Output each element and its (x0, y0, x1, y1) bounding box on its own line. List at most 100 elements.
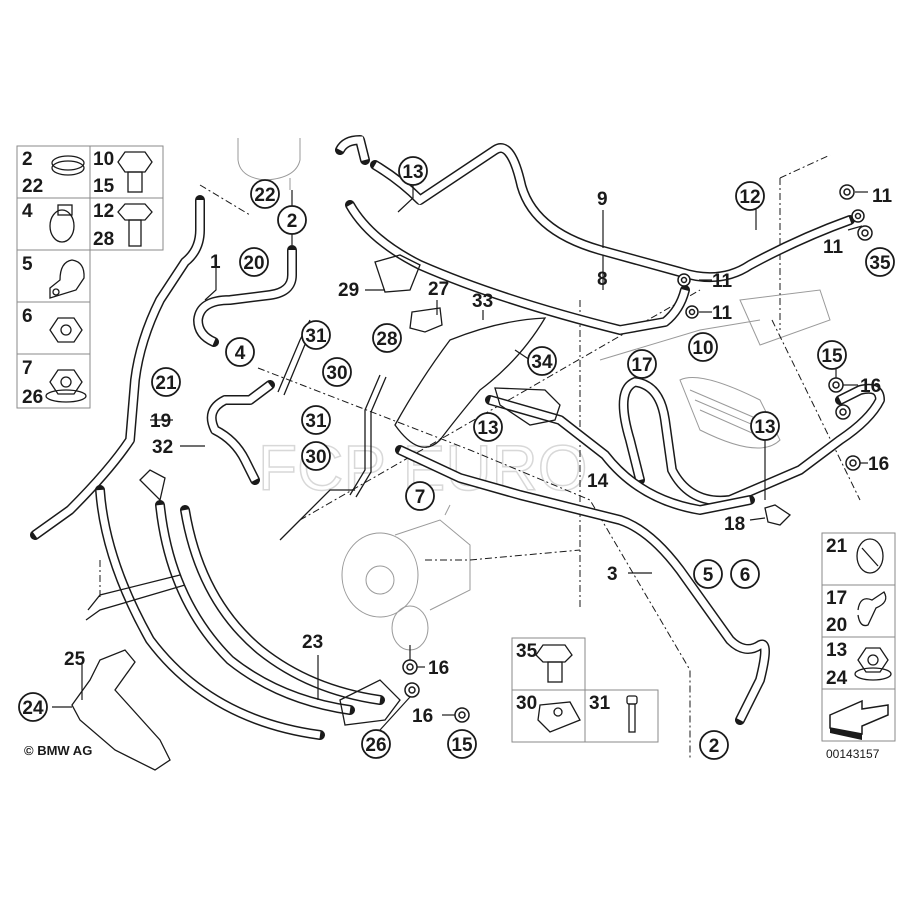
label-23: 23 (302, 632, 323, 653)
callout-2[interactable]: 2 (277, 205, 307, 235)
svg-text:12: 12 (739, 187, 760, 208)
label-25: 25 (64, 649, 86, 670)
callout-24[interactable]: 24 (18, 692, 48, 722)
legend-num: 30 (516, 693, 537, 714)
svg-text:34: 34 (531, 352, 553, 373)
label-16: 16 (428, 658, 449, 679)
callout-2[interactable]: 2 (699, 730, 729, 760)
label-11: 11 (823, 237, 844, 258)
svg-text:5: 5 (703, 565, 714, 586)
callout-30[interactable]: 30 (322, 357, 352, 387)
callout-31[interactable]: 31 (301, 405, 331, 435)
svg-text:31: 31 (305, 411, 327, 432)
legend-left: 2 22 10 15 4 12 28 5 6 7 26 (16, 145, 164, 409)
callout-7[interactable]: 7 (405, 481, 435, 511)
svg-text:21: 21 (155, 373, 177, 394)
legend-num: 28 (93, 229, 114, 250)
collar-nut-icon (45, 369, 87, 403)
nut-icon (49, 317, 83, 343)
label-1: 1 (210, 252, 221, 273)
label-16: 16 (868, 454, 889, 475)
label-14: 14 (587, 471, 609, 492)
bracket-13 (494, 387, 561, 426)
heat-shield-33 (394, 317, 547, 448)
label-19: 19 (150, 411, 171, 432)
callout-34[interactable]: 34 (527, 346, 557, 376)
callout-17[interactable]: 17 (627, 349, 657, 379)
label-32: 32 (152, 437, 173, 458)
legend-bottom: 35 30 31 (511, 637, 659, 743)
callout-13[interactable]: 13 (473, 412, 503, 442)
svg-text:2: 2 (709, 736, 720, 757)
legend-num: 13 (826, 640, 847, 661)
callout-28[interactable]: 28 (372, 323, 402, 353)
svg-text:6: 6 (740, 565, 751, 586)
callout-26[interactable]: 26 (361, 729, 391, 759)
svg-text:15: 15 (821, 346, 843, 367)
svg-text:28: 28 (376, 329, 397, 350)
hose-19 (30, 195, 205, 540)
callout-22[interactable]: 22 (250, 179, 280, 209)
svg-text:4: 4 (235, 343, 246, 364)
callout-12[interactable]: 12 (735, 181, 765, 211)
callout-10[interactable]: 10 (688, 332, 718, 362)
legend-num: 20 (826, 615, 847, 636)
clip-nut-icon (537, 701, 581, 733)
legend-num: 12 (93, 201, 114, 222)
clamp-icon (51, 155, 85, 176)
legend-num: 21 (826, 536, 848, 557)
svg-text:26: 26 (365, 735, 386, 756)
label-11: 11 (712, 271, 733, 292)
hose-clamp-icon (49, 204, 75, 243)
legend-num: 7 (22, 358, 33, 379)
callout-5[interactable]: 5 (693, 559, 723, 589)
callout-13[interactable]: 13 (750, 411, 780, 441)
callout-6[interactable]: 6 (730, 559, 760, 589)
hose-3 (395, 445, 770, 725)
legend-num: 35 (516, 641, 538, 662)
label-16: 16 (412, 706, 433, 727)
legend-num: 26 (22, 387, 43, 408)
callout-20[interactable]: 20 (239, 247, 269, 277)
legend-right: 21 17 20 13 24 (821, 532, 896, 742)
label-33: 33 (472, 291, 493, 312)
bracket-29 (374, 254, 421, 293)
flange-nut-icon (854, 647, 892, 681)
bolt-icon (117, 203, 153, 247)
callout-13[interactable]: 13 (398, 156, 428, 186)
svg-text:35: 35 (869, 253, 891, 274)
pressure-line-23 (85, 469, 401, 740)
pump-ghost (341, 504, 471, 651)
callout-21[interactable]: 21 (151, 367, 181, 397)
label-8: 8 (597, 269, 608, 290)
legend-num: 2 (22, 149, 33, 170)
callout-4[interactable]: 4 (225, 337, 255, 367)
svg-text:22: 22 (254, 185, 275, 206)
callout-15[interactable]: 15 (817, 340, 847, 370)
callout-15[interactable]: 15 (447, 729, 477, 759)
direction-arrow-icon (829, 699, 889, 740)
svg-text:30: 30 (305, 447, 326, 468)
label-27: 27 (428, 279, 449, 300)
circled-callouts[interactable]: 22 2 20 4 31 30 31 30 21 28 13 13 13 34 … (18, 156, 895, 760)
bracket-27 (409, 307, 443, 333)
label-16: 16 (860, 376, 881, 397)
callout-30[interactable]: 30 (301, 441, 331, 471)
hose-clip-icon (857, 591, 887, 627)
label-11: 11 (712, 303, 733, 324)
pipe-clip-icon (49, 259, 85, 299)
callout-35[interactable]: 35 (865, 247, 895, 277)
callout-31[interactable]: 31 (301, 320, 331, 350)
screw-icon (626, 695, 638, 733)
svg-text:13: 13 (754, 417, 775, 438)
svg-text:10: 10 (692, 338, 713, 359)
bracket-25 (71, 649, 171, 771)
legend-num: 5 (22, 254, 33, 275)
hose-8 (345, 200, 690, 335)
legend-num: 6 (22, 306, 33, 327)
svg-text:13: 13 (402, 162, 423, 183)
svg-text:15: 15 (451, 735, 473, 756)
diagram-code: 00143157 (826, 747, 880, 761)
